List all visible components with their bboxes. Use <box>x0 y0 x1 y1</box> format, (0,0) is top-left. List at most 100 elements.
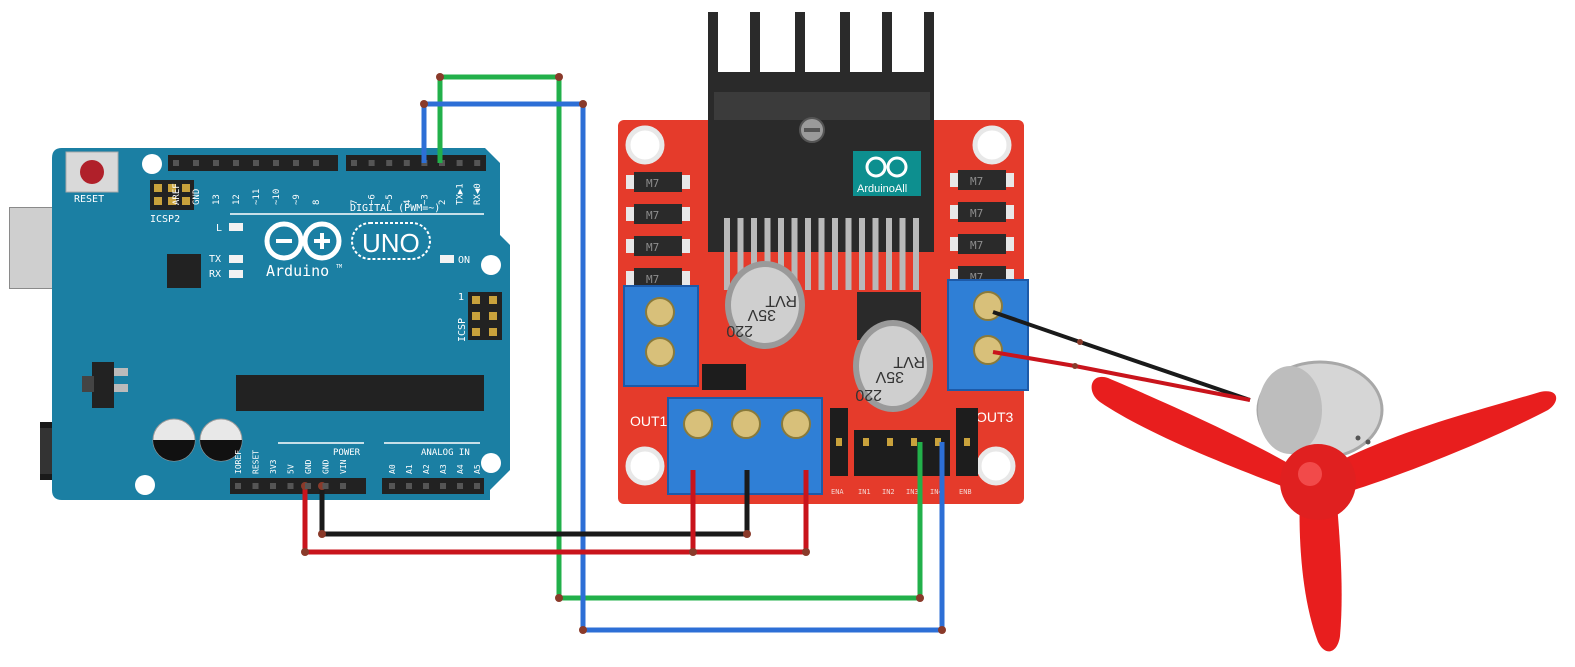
chip-leg <box>737 218 744 290</box>
diode <box>958 170 1006 190</box>
chip-leg <box>791 218 798 290</box>
header-pin <box>403 160 410 166</box>
header-pin <box>887 438 893 446</box>
led-tx <box>229 255 243 263</box>
digital-pin-label: RX◀0 <box>473 183 483 205</box>
control-pin-label: IN3 <box>906 488 919 496</box>
cap-left-brand: RVT <box>765 292 797 309</box>
diode <box>958 234 1006 254</box>
analog-label: ANALOG IN <box>421 448 470 458</box>
header-pin <box>368 160 375 166</box>
analog-header <box>382 478 484 494</box>
header-pin <box>322 483 329 489</box>
diode <box>634 172 682 192</box>
header-pin <box>911 438 917 446</box>
power-header <box>230 478 366 494</box>
diode-label: M7 <box>970 175 983 188</box>
digital-pin-label: TX▶1 <box>456 183 466 205</box>
power-pin-label: 5V <box>287 464 296 474</box>
out3-label: OUT3 <box>976 409 1014 425</box>
power-pin-label: GND <box>304 459 313 474</box>
header-pin <box>252 483 259 489</box>
header-pin <box>313 160 319 166</box>
header-pin <box>474 483 480 489</box>
chip-leg <box>818 218 825 290</box>
led-on-label: ON <box>458 255 470 266</box>
l298-chip-legs <box>724 218 919 290</box>
wire-green <box>437 74 923 601</box>
power-pin-label: GND <box>322 459 331 474</box>
header-pin <box>235 483 241 489</box>
digital-pin-label: 8 <box>312 200 322 205</box>
header-pin <box>253 160 259 166</box>
diode-label: M7 <box>646 241 659 254</box>
header-pin <box>863 438 869 446</box>
header-pin <box>964 438 970 446</box>
header-pin <box>406 483 412 489</box>
chip-leg <box>724 218 730 290</box>
digital-pin-label: ~9 <box>292 194 302 205</box>
dc-motor-with-propeller <box>1091 360 1557 652</box>
atmega-chip <box>236 375 484 411</box>
propeller-blade-right <box>1338 391 1557 490</box>
control-pin-label: IN4 <box>930 488 943 496</box>
icsp-header <box>468 292 502 340</box>
diode-label: M7 <box>646 177 659 190</box>
out1-label: OUT1 <box>630 413 668 429</box>
chip-leg <box>778 218 784 290</box>
icsp-label: ICSP <box>457 318 468 342</box>
control-pin-label: IN2 <box>882 488 895 496</box>
header-pin <box>305 483 311 489</box>
diode-label: M7 <box>970 207 983 220</box>
wire-blue <box>421 101 945 633</box>
chip-leg <box>913 218 919 290</box>
led-rx-label: RX <box>209 269 221 280</box>
capacitor-right: 220 35V RVT <box>853 320 933 412</box>
header-pin <box>836 438 842 446</box>
power-pin-label: VIN <box>339 459 348 474</box>
diode-label: M7 <box>646 209 659 222</box>
digital-pin-label: 7 <box>350 200 360 205</box>
header-pin <box>340 483 346 489</box>
cap-right-brand: RVT <box>893 353 925 370</box>
chip-leg <box>872 218 879 290</box>
cap-right-value: 220 <box>855 386 882 403</box>
digital-pin-label: ~10 <box>272 189 282 205</box>
header-pin <box>351 160 357 166</box>
header-pin <box>213 160 219 166</box>
header-pin <box>935 438 941 446</box>
led-tx-label: TX <box>209 254 221 265</box>
diode <box>634 204 682 224</box>
chip-leg <box>751 218 757 290</box>
icsp2-header <box>150 180 194 210</box>
header-pin <box>173 160 179 166</box>
digital-pin-label: ~6 <box>368 194 378 205</box>
header-pin <box>270 483 276 489</box>
chip-leg <box>845 218 852 290</box>
terminal-out3-out4 <box>947 279 1029 391</box>
chip-leg <box>886 218 892 290</box>
control-pin-label: ENA <box>831 488 844 496</box>
chip-leg <box>764 218 771 290</box>
chip-leg <box>832 218 838 290</box>
header-pin <box>456 160 463 166</box>
digital-pin-label: GND <box>192 189 202 205</box>
header-pin <box>386 160 393 166</box>
digital-pin-label: 12 <box>232 194 242 205</box>
wires <box>301 73 1251 634</box>
header-pin <box>273 160 279 166</box>
capacitors <box>152 418 243 462</box>
analog-pin-label: A2 <box>422 464 431 474</box>
digital-pin-label: 13 <box>212 194 222 205</box>
diode <box>634 236 682 256</box>
led-on <box>440 255 454 263</box>
header-pin <box>287 483 294 489</box>
header-pin <box>389 483 395 489</box>
diode-label: M7 <box>646 273 659 286</box>
analog-pin-label: A5 <box>473 464 482 474</box>
digital-pin-label: 2 <box>438 200 448 205</box>
arduino-logo <box>264 221 342 261</box>
